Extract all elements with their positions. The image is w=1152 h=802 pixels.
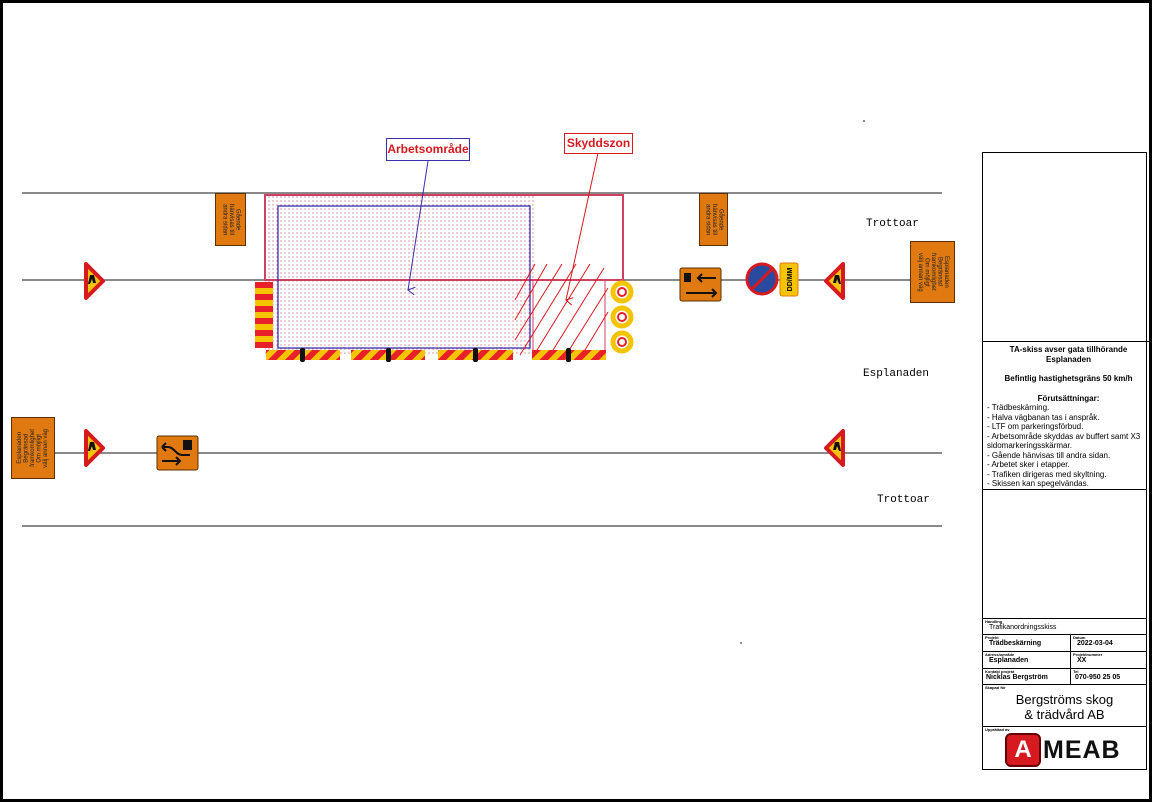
field-label: Upprättad av <box>985 727 1010 732</box>
prereq-title: Förutsättningar: <box>1037 393 1100 403</box>
speed-limit: Befintlig hastighetsgräns 50 km/h <box>1004 374 1133 383</box>
field-value: Nicklas Bergström <box>986 674 1048 681</box>
roadwork-warning-icon <box>84 429 105 467</box>
lane-arrow-sign-icon <box>679 267 722 302</box>
notes-section: TA-skiss avser gata tillhörande Esplanad… <box>983 341 1152 490</box>
no-parking-icon <box>745 262 779 296</box>
logo-text: MEAB <box>1043 735 1121 764</box>
lane-change-sign-icon <box>156 435 199 471</box>
date-plate-text: DD/MM <box>787 267 794 291</box>
prereq-item: - Arbetsområde skyddas av buffert samt X… <box>987 431 1141 451</box>
stray-dot <box>740 642 742 644</box>
prereq-item: - Trädbeskärning. <box>987 403 1050 412</box>
field-label: Kontakt projekt <box>985 669 1015 674</box>
field-label: Tel <box>1073 669 1079 674</box>
street-label: Esplanaden <box>863 368 929 380</box>
field-label: Handling <box>985 619 1003 624</box>
work-area-label: Arbetsområde <box>386 138 470 161</box>
safety-zone-label: Skyddszon <box>564 133 633 154</box>
field-value: Esplanaden <box>989 657 1029 664</box>
field-label: Projektnummer <box>1073 652 1103 657</box>
field-label: Datum <box>1073 635 1086 640</box>
safety-zone <box>514 263 609 356</box>
client-name: Bergströms skog & trädvård AB <box>1015 692 1114 722</box>
stray-dot <box>863 120 865 122</box>
field-label: Skapad för <box>985 685 1006 690</box>
field-label: Adress/område <box>985 652 1015 657</box>
roadwork-warning-icon <box>824 262 845 300</box>
prereq-item: - Trafiken dirigeras med skyltning. <box>987 469 1107 479</box>
limited-access-sign: Esplanaden Begränsad framkomlighet Om mö… <box>910 241 955 303</box>
field-value: Trädbeskärning <box>989 640 1042 647</box>
barrier-left <box>255 282 273 348</box>
heading: TA-skiss avser gata tillhörande Esplanad… <box>1009 345 1128 364</box>
prereq-item: - Gående hänvisas till andra sidan. <box>987 450 1111 460</box>
pedestrian-detour-sign: Gående hänvisas till andra sidan <box>699 193 728 246</box>
title-block: TA-skiss avser gata tillhörande Esplanad… <box>982 152 1152 770</box>
safety-zone-pointer <box>566 152 599 300</box>
pedestrian-detour-sign: Gående hänvisas till andra sidan <box>215 193 246 246</box>
work-area <box>264 194 624 355</box>
buffer-rings <box>610 280 634 354</box>
sidewalk-bottom-label: Trottoar <box>877 494 930 506</box>
field-value: Trafikanordningsskiss <box>989 624 1057 631</box>
field-label: Projekt <box>985 635 999 640</box>
sign-text: Gående hänvisas till andra sidan <box>221 203 241 236</box>
roadwork-warning-icon <box>84 262 105 300</box>
sign-text: Gående hänvisas till andra sidan <box>704 203 724 236</box>
divider <box>983 489 1146 490</box>
field-value: 2022-03-04 <box>1077 640 1113 647</box>
roadwork-warning-icon <box>824 429 845 467</box>
date-plate <box>779 262 799 297</box>
sign-text: Esplanaden Begränsad framkomlighet Om mö… <box>916 252 949 292</box>
limited-access-sign: Esplanaden Begränsad framkomlighet Om mö… <box>11 417 55 479</box>
sidewalk-top-label: Trottoar <box>866 218 919 230</box>
work-area-pointer <box>408 160 429 290</box>
prereq-item: - LTF om parkeringsförbud. <box>987 422 1084 431</box>
prereq-item: - Skissen kan spegelvändas. <box>987 479 1089 488</box>
side-screens <box>266 348 606 362</box>
prereq-item: - Arbetet sker i etapper. <box>987 460 1070 469</box>
sign-text: Esplanaden Begränsad framkomlighet Om mö… <box>16 428 49 468</box>
prereq-item: - Halva vägbanan tas i anspråk. <box>987 412 1100 422</box>
field-value: XX <box>1077 657 1087 664</box>
logo-mark: A <box>1005 733 1041 767</box>
field-value: 070-950 25 05 <box>1075 674 1121 681</box>
